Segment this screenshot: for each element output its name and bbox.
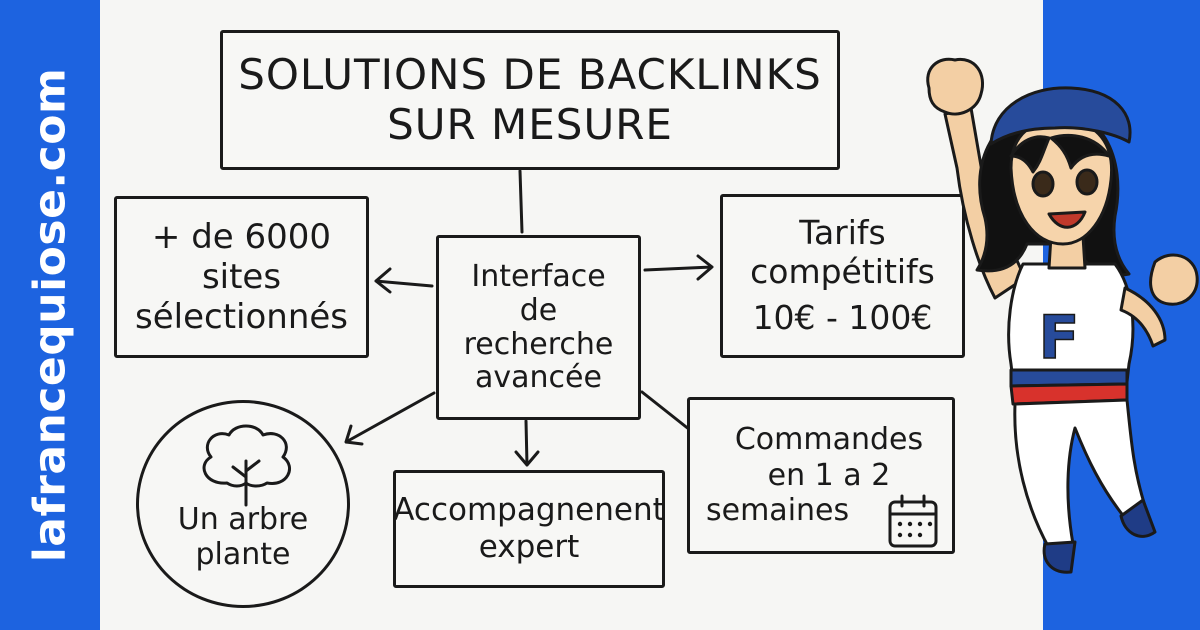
expert-line-2: expert [478,529,580,565]
node-sites: + de 6000 sites sélectionnés [114,196,369,358]
commandes-line-2: en 1 a 2 [767,457,891,493]
sites-line-3: sélectionnés [135,297,348,338]
node-tree: Un arbre plante [136,400,350,608]
mascot-raised-fist [926,57,984,116]
expert-line-1: Accompagnenent [393,492,665,529]
calendar-icon [888,494,938,548]
title-line-2: SUR MESURE [387,100,673,149]
center-node-search-interface: Interface de recherche avancée [436,235,641,420]
mascot-right-arm [1119,286,1167,348]
tarifs-line-3: 10€ - 100€ [752,298,933,338]
arrow-to-tree [344,391,436,446]
left-brand-band: lafrancequiose.com [0,0,100,630]
sites-line-2: sites [201,256,282,297]
tree-line-2: plante [195,536,291,572]
tarifs-line-1: Tarifs [799,212,886,252]
node-expert: Accompagnenent expert [393,470,665,588]
tree-line-1: Un arbre [177,502,309,537]
connector-title-center [518,169,524,234]
node-commandes: Commandes en 1 a 2 semaines [687,397,955,554]
tarifs-line-2: compétitifs [750,251,935,291]
center-line-3: recherche [463,326,614,362]
tree-label: Un arbre plante [139,502,347,572]
mascot-shirt-letter: F [1039,303,1080,373]
arrow-to-sites [374,267,434,294]
connector-to-commandes [640,390,692,432]
center-line-1: Interface [471,259,606,295]
title-box: SOLUTIONS DE BACKLINKS SUR MESURE [220,30,840,170]
mascot-beret [989,86,1132,146]
commandes-line-1: Commandes [734,422,924,458]
mascot-illustration: F [926,57,1199,574]
tree-icon [202,424,291,507]
mascot-right-fist [1149,253,1199,306]
center-line-4: avancée [475,360,602,396]
sites-line-1: + de 6000 [151,216,332,257]
node-tarifs: Tarifs compétitifs 10€ - 100€ [720,194,965,358]
arrow-to-expert [514,419,540,467]
center-line-2: de [519,292,558,328]
title-line-1: SOLUTIONS DE BACKLINKS [238,50,822,100]
commandes-line-3: semaines [706,493,850,529]
mascot-legs [1013,398,1147,550]
arrow-to-tarifs [643,254,714,281]
